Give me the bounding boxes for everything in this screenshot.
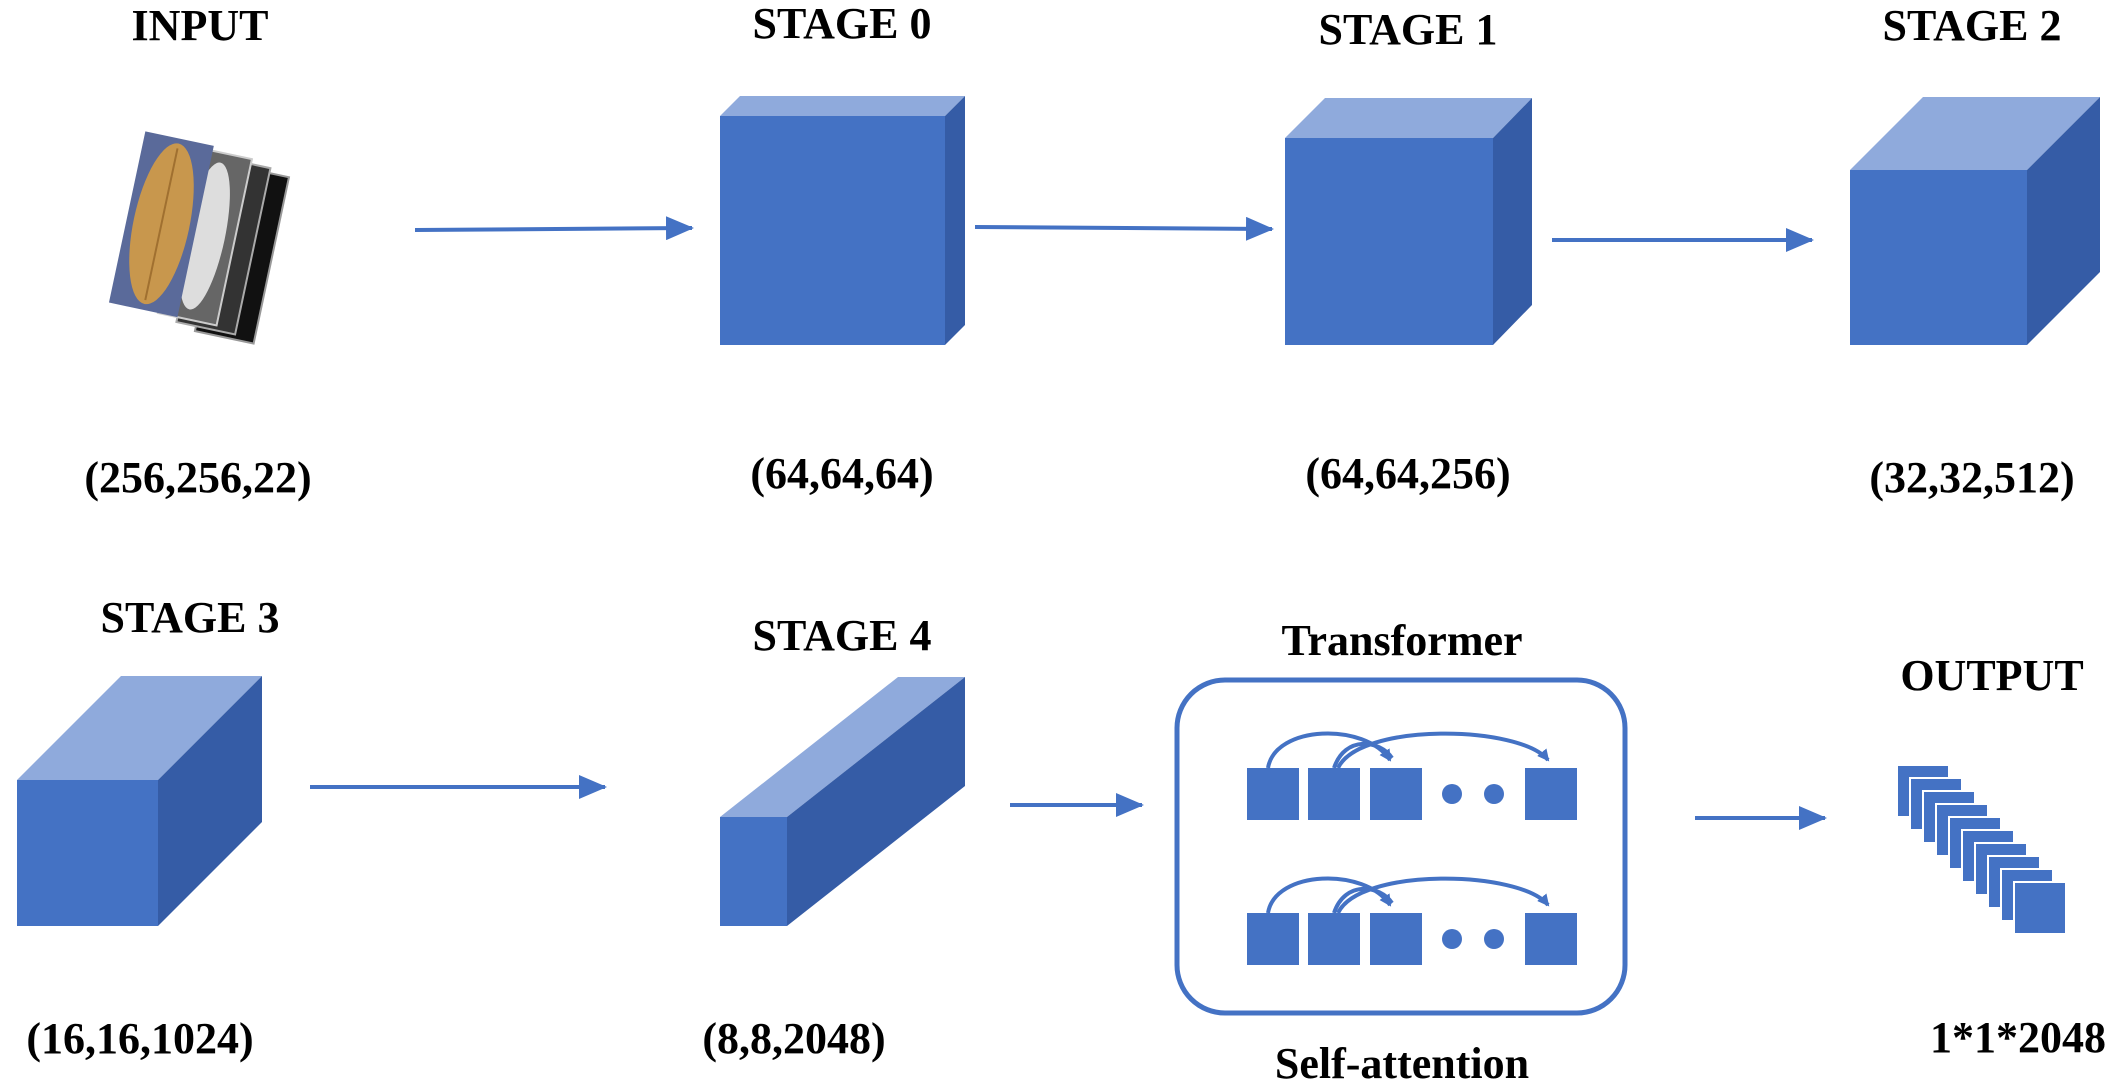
token-block [1525,913,1577,965]
stage4-shape: (8,8,2048) [702,1014,885,1063]
transformer-caption: Self-attention [1275,1039,1529,1088]
stage2-feature-cube [1850,97,2100,345]
ellipsis-dot [1442,784,1462,804]
self-attention-row-2 [1247,876,1577,965]
stage2-shape: (32,32,512) [1869,453,2074,502]
input-title: INPUT [132,1,269,50]
ellipsis-dot [1442,929,1462,949]
attention-arc [1332,741,1394,769]
output-feature-vector-icon [1896,764,2067,935]
stage0-title: STAGE 0 [753,0,932,48]
input-image-stack-icon [108,131,291,345]
attention-arc [1266,876,1392,914]
stage2-title: STAGE 2 [1883,1,2062,50]
transformer-panel [1174,677,1628,1016]
stage1-shape: (64,64,256) [1305,449,1510,498]
token-block [1247,768,1299,820]
attention-arc [1336,876,1550,915]
stage1-feature-cube [1285,98,1532,345]
self-attention-row-1 [1247,731,1577,820]
token-block [1370,768,1422,820]
token-block [1247,913,1299,965]
token-block [1370,913,1422,965]
stage1-title: STAGE 1 [1319,5,1498,54]
attention-arc [1336,731,1550,770]
output-shape: 1*1*2048 [1930,1013,2106,1062]
token-block [1308,768,1360,820]
stage4-title: STAGE 4 [753,611,932,660]
token-block [1525,768,1577,820]
input-shape: (256,256,22) [84,453,311,502]
ellipsis-dot [1484,784,1504,804]
attention-arc [1266,731,1392,769]
arrow-input-to-stage0 [414,216,694,241]
arrow-stage0-to-stage1 [974,216,1274,241]
attention-arc [1332,886,1394,914]
token-block [1308,913,1360,965]
stage3-feature-block [17,676,262,926]
stage3-title: STAGE 3 [101,593,280,642]
output-title: OUTPUT [1900,651,2083,700]
stage3-shape: (16,16,1024) [26,1014,253,1063]
stage0-shape: (64,64,64) [750,449,933,498]
stage0-feature-cube [720,96,965,345]
stage4-feature-block [720,677,965,926]
transformer-title: Transformer [1281,616,1522,665]
ellipsis-dot [1484,929,1504,949]
